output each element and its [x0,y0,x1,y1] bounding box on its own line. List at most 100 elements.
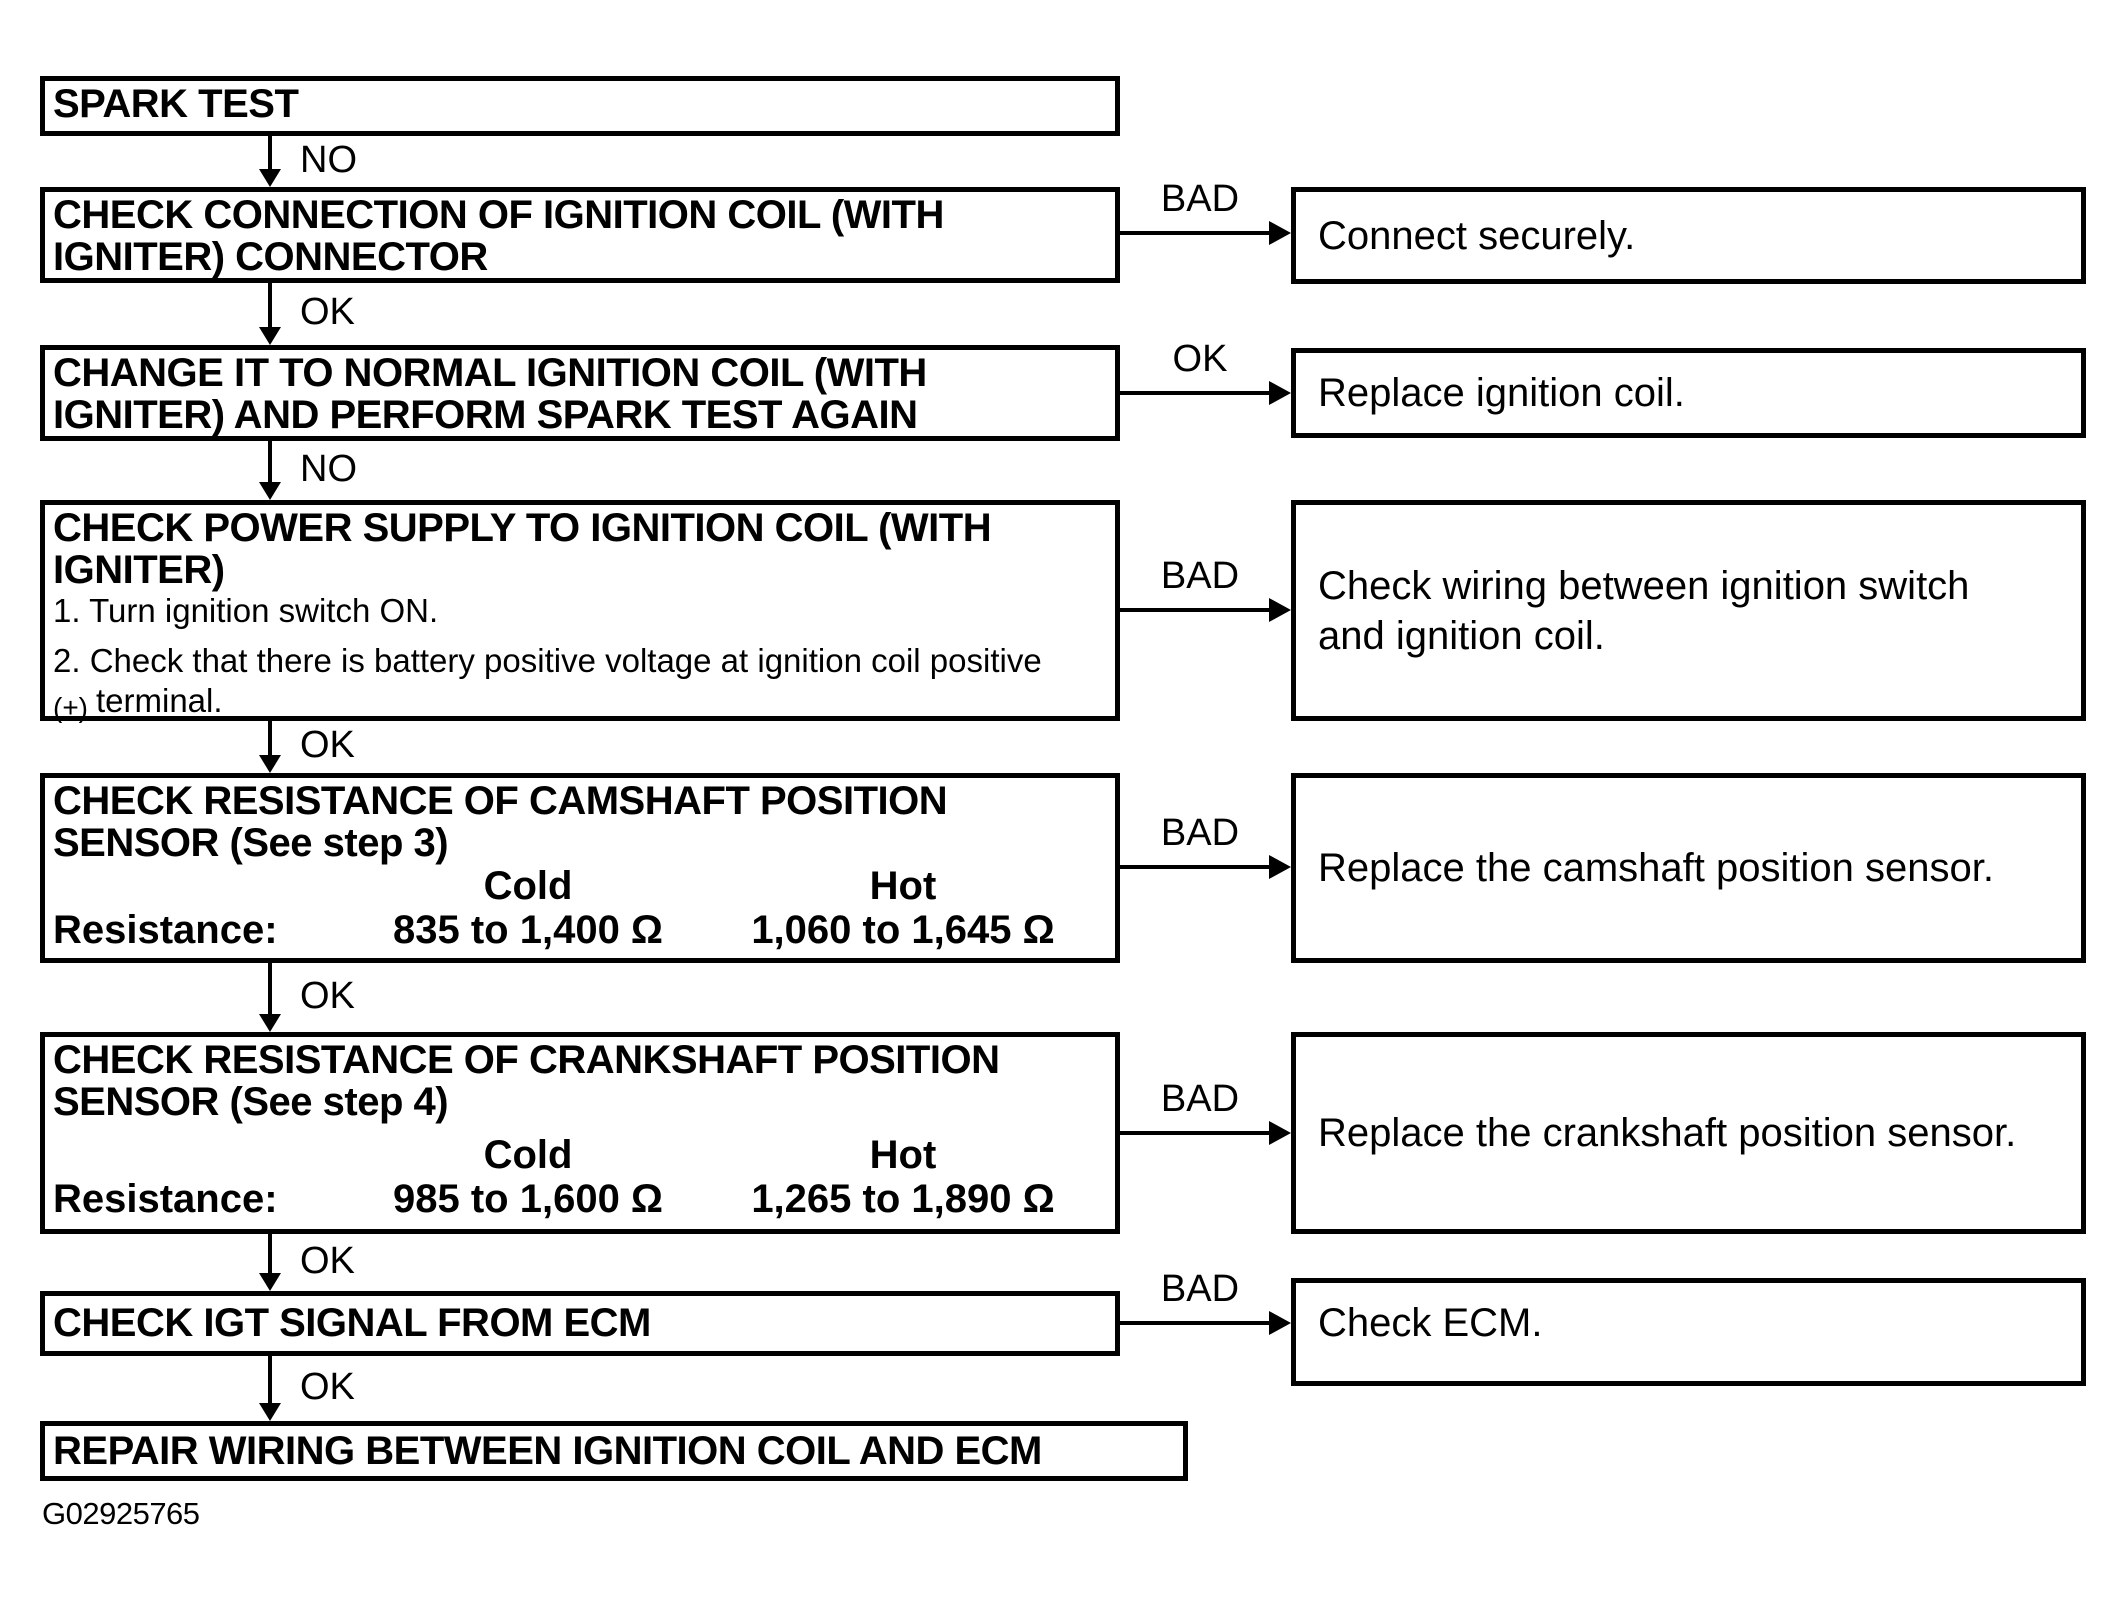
arrow-line [268,136,272,171]
flow-box-camshaft-resistance: CHECK RESISTANCE OF CAMSHAFT POSITION SE… [40,773,1120,963]
down-arrow-5: OK [259,963,355,1032]
result-box-connect-securely: Connect securely. [1291,187,2086,284]
arrow-line [1120,608,1276,612]
result-text: and ignition coil. [1318,613,1605,658]
result-text: Replace the camshaft position sensor. [1318,846,1994,890]
column-header-cold: Cold [483,864,573,908]
right-arrowhead-icon [1269,598,1291,622]
procedure-step-text: terminal. [96,682,223,719]
flow-label-ok: OK [300,1365,355,1408]
resistance-header-spacer [53,1133,353,1177]
arrow-line [268,283,272,329]
result-text: Replace the crankshaft position sensor. [1318,1111,2017,1155]
result-box-replace-crankshaft-sensor: Replace the crankshaft position sensor. [1291,1032,2086,1234]
box-title-line: IGNITER) AND PERFORM SPARK TEST AGAIN [53,393,918,437]
resistance-cold-value: 835 to 1,400 Ω [393,908,663,952]
resistance-header-row: Cold Hot [53,864,1109,908]
arrow-line [1120,391,1276,395]
flow-box-spark-test: SPARK TEST [40,76,1120,136]
column-header-hot: Hot [869,1133,937,1177]
resistance-header-spacer [53,864,353,908]
branch-label-bad: BAD [1160,1078,1240,1120]
branch-label-bad: BAD [1160,812,1240,854]
arrow-line [268,721,272,757]
box-title-line: REPAIR WIRING BETWEEN IGNITION COIL AND … [53,1429,1042,1473]
down-arrow-2: OK [259,283,355,345]
result-box-replace-ignition-coil: Replace ignition coil. [1291,348,2086,438]
flow-box-crankshaft-resistance: CHECK RESISTANCE OF CRANKSHAFT POSITION … [40,1032,1120,1234]
branch-label-bad: BAD [1160,1268,1240,1310]
arrow-line [268,1234,272,1275]
box-title-line: CHECK RESISTANCE OF CRANKSHAFT POSITION [53,1038,1000,1082]
result-box-check-wiring: Check wiring between ignition switch and… [1291,500,2086,721]
procedure-step: 2. Check that there is battery positive … [53,642,1042,679]
right-arrowhead-icon [1269,381,1291,405]
procedure-step: 1. Turn ignition switch ON. [53,592,439,629]
flow-label-ok: OK [300,290,355,333]
result-text: Check ECM. [1318,1301,1543,1345]
arrow-line [1120,865,1276,869]
result-box-check-ecm: Check ECM. [1291,1278,2086,1386]
flow-box-check-connection: CHECK CONNECTION OF IGNITION COIL (WITH … [40,187,1120,283]
result-text: Replace ignition coil. [1318,371,1685,415]
resistance-header-row: Cold Hot [53,1133,1109,1177]
flow-box-repair-wiring: REPAIR WIRING BETWEEN IGNITION COIL AND … [40,1421,1188,1481]
result-text: Connect securely. [1318,213,1636,258]
flow-label-ok: OK [300,1239,355,1282]
positive-terminal-symbol: (+) [53,692,88,723]
resistance-value-row: Resistance: 985 to 1,600 Ω 1,265 to 1,89… [53,1177,1109,1221]
procedure-step: (+) terminal. [53,681,1109,728]
flow-box-power-supply: CHECK POWER SUPPLY TO IGNITION COIL (WIT… [40,500,1120,723]
resistance-cold-value: 985 to 1,600 Ω [393,1177,663,1221]
down-arrow-6: OK [259,1234,355,1291]
resistance-hot-value: 1,265 to 1,890 Ω [751,1177,1055,1221]
result-box-replace-camshaft-sensor: Replace the camshaft position sensor. [1291,773,2086,963]
branch-label-bad: BAD [1160,178,1240,220]
figure-id: G02925765 [42,1496,200,1531]
resistance-row-label: Resistance: [53,1177,278,1221]
down-arrow-3: NO [259,441,357,500]
box-title-line: IGNITER) CONNECTOR [53,235,488,279]
box-title-line: SPARK TEST [53,82,299,126]
right-arrowhead-icon [1269,221,1291,245]
down-arrowhead-icon [259,1403,281,1421]
box-title-line: IGNITER) [53,548,225,592]
right-arrowhead-icon [1269,1121,1291,1145]
box-title-line: SENSOR (See step 4) [53,1080,449,1124]
right-arrowhead-icon [1269,1311,1291,1335]
flow-label-ok: OK [300,723,355,766]
arrow-line [268,1356,272,1405]
resistance-hot-value: 1,060 to 1,645 Ω [751,908,1055,952]
down-arrow-1: NO [259,136,357,187]
flow-label-no: NO [300,138,357,181]
box-title-line: CHANGE IT TO NORMAL IGNITION COIL (WITH [53,351,927,395]
column-header-cold: Cold [483,1133,573,1177]
flow-box-change-coil: CHANGE IT TO NORMAL IGNITION COIL (WITH … [40,345,1120,441]
column-header-hot: Hot [869,864,937,908]
box-title-line: SENSOR (See step 3) [53,821,449,865]
result-text: Check wiring between ignition switch [1318,563,1970,608]
down-arrowhead-icon [259,755,281,773]
down-arrowhead-icon [259,169,281,187]
flow-label-ok: OK [300,974,355,1017]
box-title-line: CHECK POWER SUPPLY TO IGNITION COIL (WIT… [53,506,992,550]
arrow-line [268,963,272,1016]
box-title-line: CHECK CONNECTION OF IGNITION COIL (WITH [53,193,944,237]
branch-label-ok: OK [1172,338,1228,380]
down-arrowhead-icon [259,327,281,345]
arrow-line [268,441,272,484]
flow-box-igt-signal: CHECK IGT SIGNAL FROM ECM [40,1291,1120,1356]
down-arrowhead-icon [259,1014,281,1032]
arrow-line [1120,1321,1276,1325]
box-title-line: CHECK IGT SIGNAL FROM ECM [53,1301,651,1345]
down-arrowhead-icon [259,1273,281,1291]
box-title-line: CHECK RESISTANCE OF CAMSHAFT POSITION [53,779,948,823]
down-arrow-4: OK [259,721,355,773]
flow-label-no: NO [300,447,357,490]
down-arrow-7: OK [259,1356,355,1421]
resistance-value-row: Resistance: 835 to 1,400 Ω 1,060 to 1,64… [53,908,1109,952]
right-arrowhead-icon [1269,855,1291,879]
branch-label-bad: BAD [1160,555,1240,597]
resistance-row-label: Resistance: [53,908,278,952]
